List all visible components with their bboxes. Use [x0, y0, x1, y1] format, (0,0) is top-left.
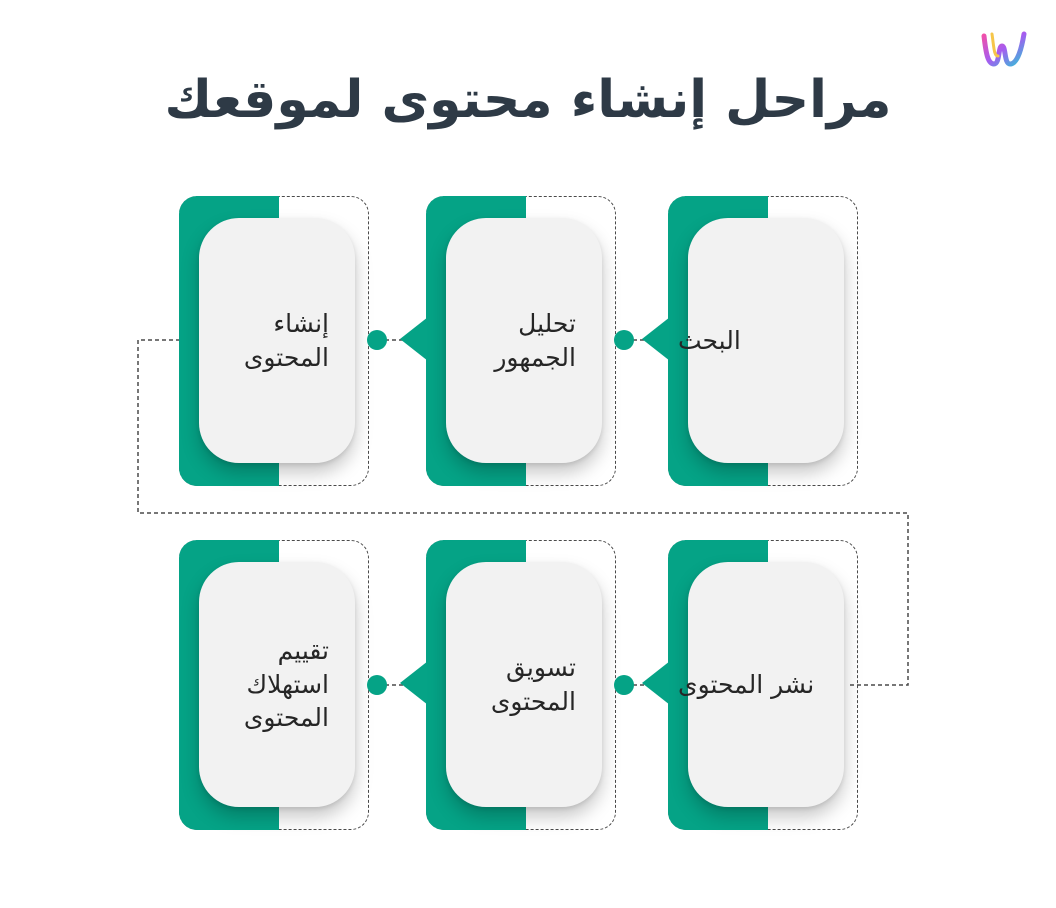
- connector-dot: [367, 675, 387, 695]
- step-label: تحليل الجمهور: [494, 308, 576, 372]
- step-card: إنشاء المحتوى: [179, 196, 369, 486]
- step-label: إنشاء المحتوى: [243, 308, 329, 372]
- step-body: نشر المحتوى: [678, 562, 844, 807]
- brand-logo-icon: [981, 31, 1027, 67]
- step-pointer: [642, 317, 670, 361]
- step-body: تسويق المحتوى: [446, 562, 602, 807]
- step-body: تحليل الجمهور: [446, 218, 602, 463]
- step-body: تقييم استهلاك المحتوى: [199, 562, 355, 807]
- connector-dot: [614, 675, 634, 695]
- step-card: تقييم استهلاك المحتوى: [179, 540, 369, 830]
- connector-dot: [367, 330, 387, 350]
- step-card: تسويق المحتوى: [400, 540, 616, 830]
- wrap-connector: [137, 339, 909, 686]
- step-card: البحث: [642, 196, 858, 486]
- step-label: البحث: [678, 325, 741, 355]
- page-title: مراحل إنشاء محتوى لموقعك: [164, 70, 892, 130]
- step-label: تسويق المحتوى: [490, 652, 576, 716]
- step-card: نشر المحتوى: [642, 540, 858, 830]
- step-card: تحليل الجمهور: [400, 196, 616, 486]
- step-label: تقييم استهلاك المحتوى: [243, 635, 329, 733]
- step-body: إنشاء المحتوى: [199, 218, 355, 463]
- step-pointer: [400, 661, 428, 705]
- step-pointer: [400, 317, 428, 361]
- step-pointer: [642, 661, 670, 705]
- connector-dot: [614, 330, 634, 350]
- step-label: نشر المحتوى: [678, 669, 815, 699]
- step-body: البحث: [678, 218, 844, 463]
